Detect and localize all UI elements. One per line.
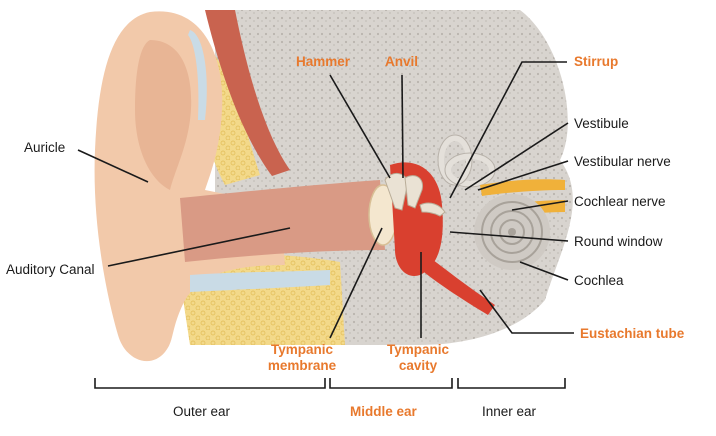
- auditory-canal-shape: [180, 180, 385, 262]
- canal-cartilage: [190, 270, 330, 292]
- label-cochlear-nerve: Cochlear nerve: [574, 194, 666, 209]
- label-auricle: Auricle: [24, 140, 66, 155]
- label-tympanic-membrane-line2: membrane: [267, 358, 337, 373]
- label-stirrup: Stirrup: [574, 54, 619, 69]
- label-round-window: Round window: [574, 234, 663, 249]
- anvil-bone: [404, 175, 424, 209]
- label-tympanic-membrane-line1: Tympanic: [270, 342, 333, 357]
- semicircular-canals: [438, 135, 495, 187]
- label-tympanic-cavity-line1: Tympanic: [386, 342, 449, 357]
- region-brackets: [94, 378, 566, 389]
- label-auditory-canal: Auditory Canal: [6, 262, 95, 277]
- leader-lines: [77, 61, 574, 339]
- region-outer-ear: Outer ear: [173, 404, 231, 419]
- label-tympanic-cavity: Tympanic cavity: [380, 342, 456, 374]
- muscle-strip: [205, 10, 290, 176]
- label-vestibule: Vestibule: [574, 116, 629, 131]
- label-tympanic-cavity-line2: cavity: [398, 358, 438, 373]
- auricle-cartilage: [188, 30, 207, 120]
- stirrup-bone: [419, 202, 446, 217]
- label-anvil: Anvil: [385, 54, 419, 69]
- label-hammer: Hammer: [296, 54, 351, 69]
- region-inner-ear: Inner ear: [482, 404, 537, 419]
- region-middle-ear: Middle ear: [350, 404, 417, 419]
- label-cochlea: Cochlea: [574, 273, 624, 288]
- cochlea-shape: [474, 194, 550, 270]
- label-vestibular-nerve: Vestibular nerve: [574, 154, 671, 169]
- eustachian-tube-shape: [412, 250, 495, 315]
- auricle-fold: [135, 40, 192, 190]
- label-eustachian-tube: Eustachian tube: [580, 326, 685, 341]
- vestibular-nerve-shape: [480, 179, 565, 196]
- label-tympanic-membrane: Tympanic membrane: [262, 342, 342, 374]
